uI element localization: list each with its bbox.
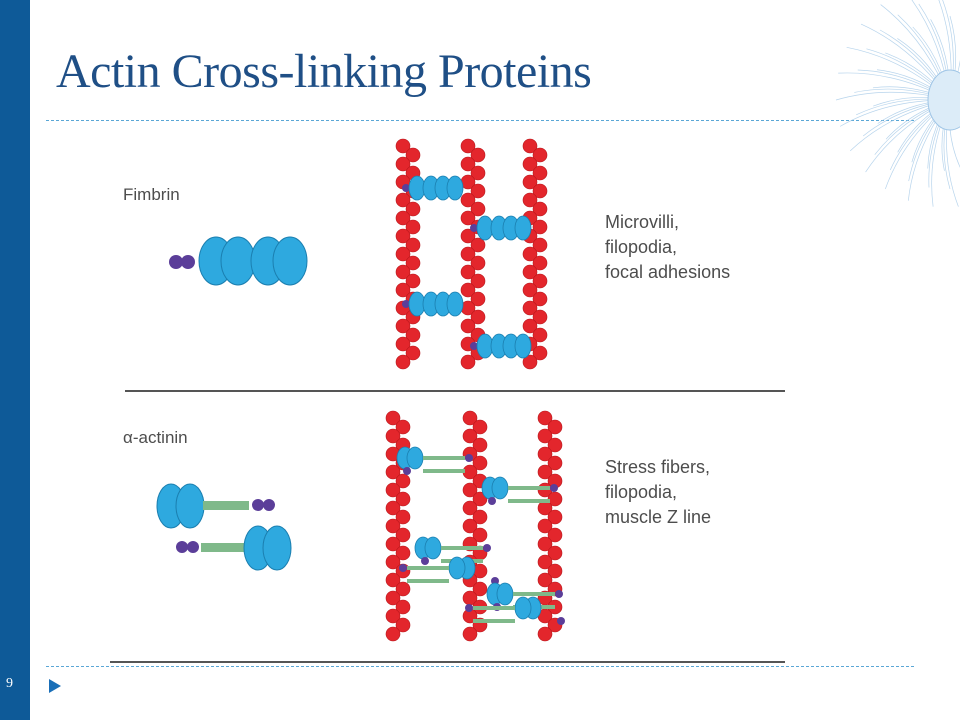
slide-number: 9: [6, 676, 13, 691]
fimbrin-actin-bundle: [395, 138, 548, 370]
fimbrin-location-1: Microvilli,: [605, 212, 679, 232]
slide-title: Actin Cross-linking Proteins: [56, 45, 592, 98]
title-divider: [46, 120, 914, 121]
footer-divider: [46, 666, 914, 667]
fimbrin-label: Fimbrin: [123, 185, 180, 204]
alpha-actinin-location-1: Stress fibers,: [605, 457, 710, 477]
fimbrin-location-3: focal adhesions: [605, 262, 730, 282]
alpha-actinin-actin-bundle: [385, 410, 565, 642]
footer-arrow-icon: [49, 679, 61, 693]
fimbrin-molecule: [169, 236, 308, 286]
alpha-actinin-label: α-actinin: [123, 428, 188, 447]
cell-illustration-icon: [835, 0, 960, 207]
left-sidebar-bar: [0, 0, 30, 720]
crosslinking-figure: Fimbrin Microvilli, filopodia, focal adh…: [110, 138, 785, 663]
alpha-actinin-molecule: [156, 483, 292, 571]
alpha-actinin-location-3: muscle Z line: [605, 507, 711, 527]
fimbrin-location-2: filopodia,: [605, 237, 677, 257]
alpha-actinin-location-2: filopodia,: [605, 482, 677, 502]
